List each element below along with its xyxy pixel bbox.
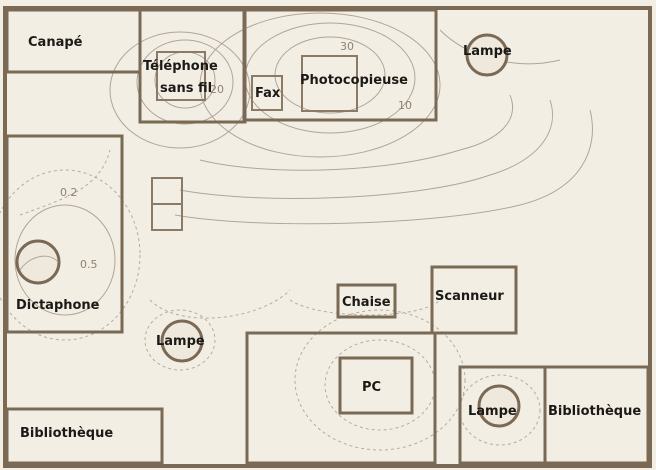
field-contours <box>0 12 593 451</box>
bookshelf-right <box>543 365 650 465</box>
label-dictaphone: Dictaphone <box>16 298 100 313</box>
contour-value-20: 20 <box>210 83 224 96</box>
label-telephone-line1: Téléphone <box>143 59 218 74</box>
contour-value-0-5: 0.5 <box>80 258 98 271</box>
bookshelf-left <box>5 407 164 465</box>
phone-base <box>156 51 206 101</box>
lamp-mid-icon <box>160 319 204 363</box>
contour-value-0-2: 0.2 <box>60 186 78 199</box>
label-photocopieuse: Photocopieuse <box>300 73 408 88</box>
label-pc: PC <box>362 380 381 395</box>
scanner-box <box>430 265 518 335</box>
pc-box <box>338 356 414 415</box>
photocopier-machine <box>301 55 358 112</box>
dictaphone-icon-stroke <box>19 255 59 271</box>
dictaphone-zone <box>5 134 124 334</box>
chair-box <box>336 283 397 319</box>
lamp-bottom-icon <box>477 384 521 428</box>
label-bibliotheque-left: Bibliothèque <box>20 426 113 441</box>
contour-value-30: 30 <box>340 40 354 53</box>
dictaphone-icon <box>15 239 61 285</box>
label-chaise: Chaise <box>342 295 391 310</box>
label-canape: Canapé <box>28 35 83 50</box>
room-outline <box>3 6 652 468</box>
label-telephone-line2: sans fil <box>160 81 212 96</box>
label-scanneur: Scanneur <box>435 289 504 304</box>
lamp-top-icon <box>465 33 509 77</box>
label-fax: Fax <box>255 86 281 101</box>
label-lampe-top: Lampe <box>463 44 512 59</box>
contour-value-10: 10 <box>398 99 412 112</box>
fax-machine <box>251 75 283 111</box>
label-bibliotheque-right: Bibliothèque <box>548 404 641 419</box>
desk-zone <box>245 331 437 465</box>
photocopier-zone <box>242 8 438 122</box>
label-lampe-mid: Lampe <box>156 334 205 349</box>
label-lampe-bottom: Lampe <box>468 404 517 419</box>
